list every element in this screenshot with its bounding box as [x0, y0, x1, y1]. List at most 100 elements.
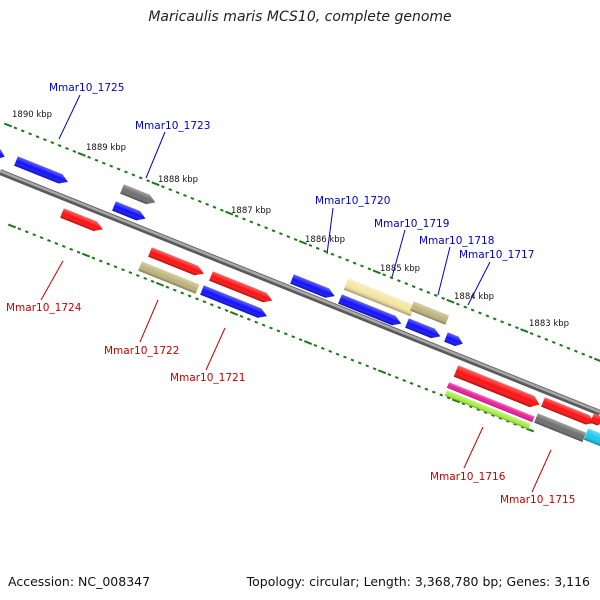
scale-label-1888: 1888 kbp	[158, 175, 198, 185]
minor-tick	[161, 185, 165, 189]
minor-tick	[24, 230, 29, 234]
minor-tick	[168, 188, 173, 192]
gene-mmar10-1716-magenta[interactable]	[446, 382, 535, 423]
gene-label-mmar10-1723[interactable]: Mmar10_1723	[135, 120, 210, 132]
gene-label-mmar10-1719[interactable]: Mmar10_1719	[374, 218, 449, 230]
gene-label-mmar10-1720[interactable]: Mmar10_1720	[315, 195, 390, 207]
gene-label-mmar10-1725[interactable]: Mmar10_1725	[49, 82, 124, 94]
leader-lines-bottom	[40, 260, 552, 493]
gene-mmar10-1723-gray[interactable]	[120, 184, 157, 207]
minor-tick	[498, 416, 503, 420]
gene-label-mmar10-1718[interactable]: Mmar10_1718	[419, 235, 494, 247]
gene-mmar10-1721[interactable]	[200, 285, 269, 320]
minor-tick	[513, 422, 518, 426]
gene-mmar10-1718[interactable]	[410, 301, 450, 325]
minor-tick	[276, 329, 281, 333]
gene-right-edge-red[interactable]	[590, 413, 600, 427]
minor-tick	[197, 199, 202, 203]
gene-label-mmar10-1717[interactable]: Mmar10_1717	[459, 249, 534, 261]
minor-tick	[551, 340, 556, 344]
minor-tick	[411, 285, 416, 289]
scale-label-1884: 1884 kbp	[454, 292, 494, 302]
gene-label-mmar10-1715[interactable]: Mmar10_1715	[500, 494, 575, 506]
minor-tick	[135, 274, 140, 278]
minor-tick	[313, 343, 318, 348]
minor-tick	[446, 396, 451, 400]
gene-right-edge-cyan[interactable]	[583, 428, 600, 448]
minor-tick	[417, 384, 421, 388]
minor-tick	[529, 332, 534, 336]
major-tick	[298, 240, 308, 245]
minor-tick	[138, 176, 143, 180]
gene-blue-1718b[interactable]	[405, 318, 442, 341]
minor-tick	[478, 311, 482, 315]
gene-red-1715a[interactable]	[541, 397, 597, 427]
minor-tick	[261, 323, 266, 327]
minor-tick	[335, 352, 340, 356]
major-tick	[446, 298, 455, 304]
minor-tick	[328, 349, 333, 353]
gene-mmar10-1716-lime[interactable]	[444, 390, 531, 430]
minor-tick	[69, 247, 74, 251]
gene-mmar10-1719[interactable]	[338, 294, 403, 328]
minor-tick	[461, 402, 466, 406]
gene-mmar10-1722-shade	[138, 261, 200, 294]
minor-tick	[323, 249, 327, 253]
minor-tick	[131, 173, 136, 177]
gene-mmar10-1716-lime-shade	[444, 390, 531, 430]
gene-mmar10-1723-blue[interactable]	[112, 201, 147, 223]
minor-tick	[372, 367, 377, 371]
minor-tick	[485, 314, 490, 318]
major-tick	[155, 281, 165, 287]
minor-tick	[283, 332, 288, 336]
gene-red-1721a[interactable]	[209, 271, 274, 305]
gene-mmar10-1720[interactable]	[290, 274, 336, 300]
minor-tick	[505, 419, 510, 423]
minor-tick	[350, 358, 355, 362]
minor-tick	[180, 291, 185, 295]
minor-tick	[308, 243, 313, 247]
gene-mmar10-1725[interactable]	[14, 156, 70, 186]
minor-tick	[476, 408, 481, 412]
minor-tick	[320, 346, 325, 350]
minor-tick	[279, 232, 283, 236]
gene-label-mmar10-1721[interactable]: Mmar10_1721	[170, 372, 245, 384]
minor-tick	[424, 387, 429, 391]
gene-pale-yellow[interactable]	[343, 278, 416, 317]
minor-tick	[20, 129, 25, 133]
major-tick	[303, 340, 313, 345]
gene-mmar10-1716-red[interactable]	[453, 365, 542, 410]
minor-tick	[121, 268, 125, 272]
gene-mmar10-1723-gray-shade	[120, 184, 156, 205]
minor-tick	[286, 235, 291, 239]
gene-right-edge-red-shade	[590, 413, 600, 426]
minor-tick	[365, 364, 370, 368]
minor-tick	[507, 323, 512, 327]
minor-tick	[394, 376, 399, 380]
gene-mmar10-1717[interactable]	[444, 332, 464, 348]
scale-label-1887: 1887 kbp	[231, 206, 271, 216]
gene-label-mmar10-1724[interactable]: Mmar10_1724	[6, 302, 82, 314]
scale-label-1889: 1889 kbp	[86, 143, 126, 153]
minor-tick	[431, 390, 436, 394]
gene-mmar10-1724[interactable]	[60, 208, 105, 234]
gene-label-mmar10-1722[interactable]: Mmar10_1722	[104, 345, 179, 357]
minor-tick	[397, 279, 401, 283]
gene-red-1722a[interactable]	[148, 247, 206, 278]
minor-tick	[409, 381, 414, 385]
gene-mmar10-1723-blue-shade	[112, 201, 146, 221]
minor-tick	[483, 410, 488, 415]
gene-mmar10-1722[interactable]	[138, 261, 200, 294]
major-tick	[7, 223, 17, 229]
minor-tick	[242, 217, 246, 221]
minor-tick	[581, 352, 586, 356]
gene-mmar10-1720-shade	[290, 274, 335, 298]
minor-tick	[293, 238, 298, 242]
minor-tick	[102, 161, 106, 165]
gene-mmar10-1725-shade	[14, 156, 68, 184]
scale-labels: 1890 kbp 1889 kbp 1888 kbp 1887 kbp 1886…	[12, 110, 569, 329]
minor-tick	[13, 126, 18, 130]
gene-left-edge-blue[interactable]	[0, 145, 7, 161]
gene-label-mmar10-1716[interactable]: Mmar10_1716	[430, 471, 506, 483]
gene-mmar10-1715[interactable]	[534, 413, 587, 443]
